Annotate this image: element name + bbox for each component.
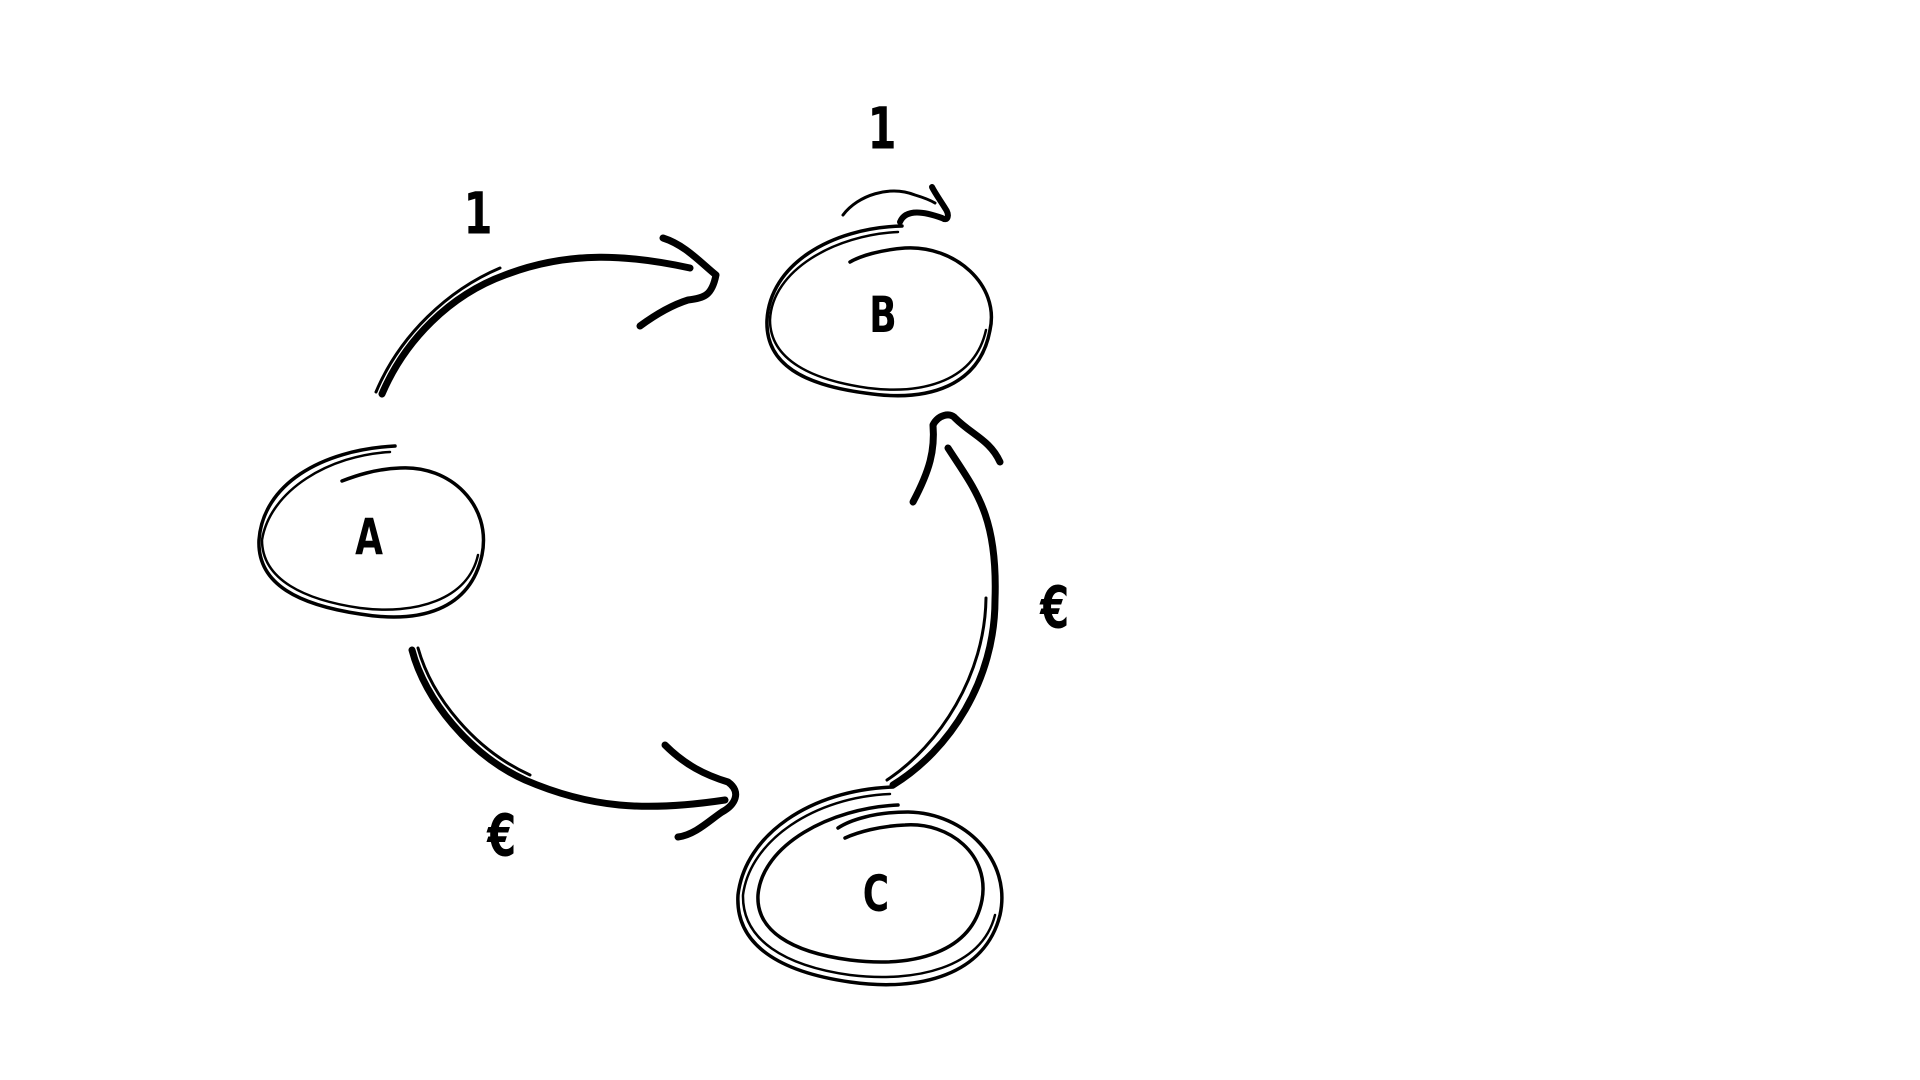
edge-b-self-loop-label: 1: [867, 95, 896, 163]
node-a: A: [257, 444, 486, 619]
node-b-label: B: [869, 287, 896, 344]
node-c-label: C: [863, 866, 889, 923]
node-c-outer-ring: [736, 785, 1004, 987]
edge-a-to-b: 1: [374, 180, 720, 398]
edge-c-to-b-label: €: [1039, 574, 1069, 642]
edge-a-to-b-arrowhead: [636, 234, 720, 330]
edge-c-to-b: €: [885, 411, 1069, 789]
edge-a-to-c: €: [408, 646, 740, 870]
edge-b-self-loop-arrowhead: [897, 184, 951, 225]
edge-a-to-c-arrowhead: [661, 741, 740, 841]
node-b: B: [765, 224, 994, 398]
edge-c-to-b-arrowhead: [909, 411, 1004, 506]
node-a-label: A: [355, 509, 383, 566]
node-c[interactable]: C: [736, 785, 1004, 987]
edge-b-self-loop: 1: [841, 95, 951, 225]
edge-a-to-b-label: 1: [463, 180, 492, 248]
node-c-inner-ring: [756, 803, 985, 964]
edge-a-to-c-label: €: [486, 802, 516, 870]
